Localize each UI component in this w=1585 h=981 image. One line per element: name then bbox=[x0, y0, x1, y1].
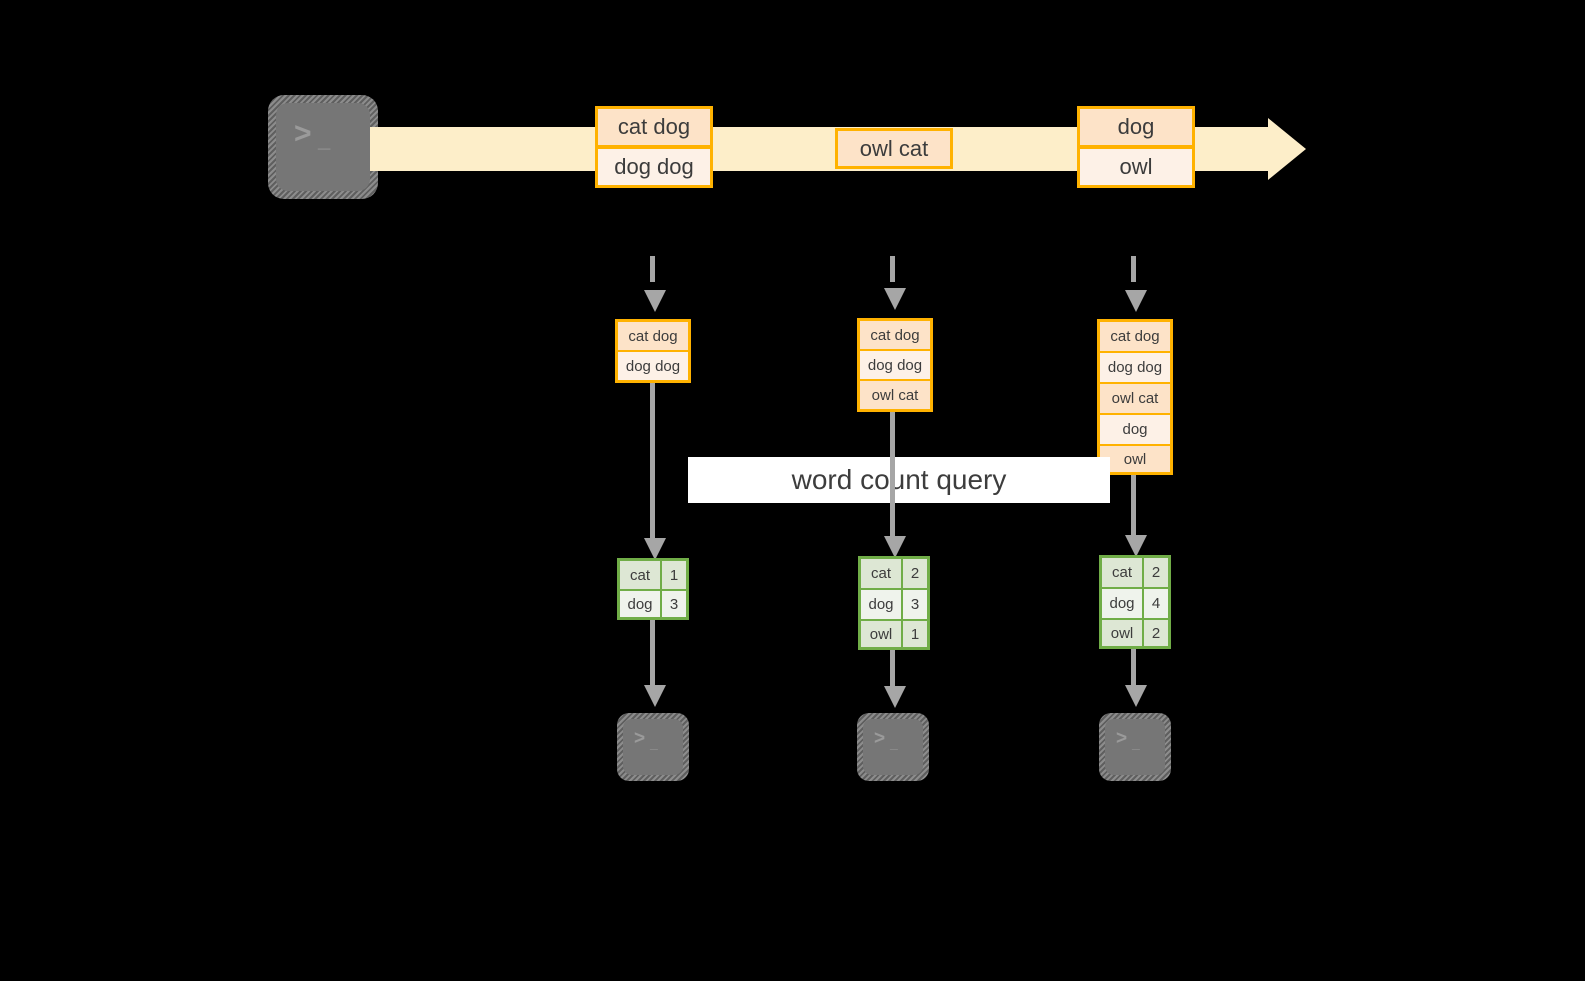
snapshot-stack: cat dog dog dog owl cat dog owl bbox=[1097, 319, 1173, 475]
sink-terminal-icon: > _ bbox=[617, 713, 689, 781]
table-cell-count: 2 bbox=[910, 565, 920, 582]
table-cell-count: 1 bbox=[669, 566, 679, 584]
table-row: cat 2 bbox=[861, 559, 927, 590]
snapshot-row: owl bbox=[1100, 446, 1170, 472]
terminal-screen bbox=[276, 103, 370, 191]
table-cell-count: 3 bbox=[669, 595, 679, 613]
table-cell-count: 2 bbox=[1151, 564, 1161, 581]
source-terminal-icon: > _ bbox=[268, 95, 378, 199]
stream-to-snapshot-arrowhead-icon bbox=[884, 288, 906, 310]
stream-record: owl cat bbox=[835, 128, 953, 169]
snapshot-to-result-arrowhead-icon bbox=[884, 536, 906, 558]
snapshot-to-result-connector bbox=[890, 412, 895, 547]
table-cell-word: cat bbox=[861, 559, 903, 588]
terminal-cursor-glyph: _ bbox=[650, 735, 659, 751]
table-cell-count: 3 bbox=[910, 596, 920, 613]
snapshot-row: dog dog bbox=[860, 351, 930, 381]
snapshot-to-result-connector bbox=[650, 383, 655, 547]
result-to-sink-arrowhead-icon bbox=[1125, 685, 1147, 707]
table-cell-count: 1 bbox=[910, 625, 920, 643]
terminal-cursor-glyph: _ bbox=[318, 127, 331, 152]
snapshot-row: dog dog bbox=[618, 352, 688, 380]
result-to-sink-arrowhead-icon bbox=[644, 685, 666, 707]
snapshot-to-result-connector bbox=[1131, 475, 1136, 547]
result-table: cat 2 dog 4 owl 2 bbox=[1099, 555, 1171, 649]
snapshot-row: dog bbox=[1100, 415, 1170, 446]
terminal-screen bbox=[1105, 719, 1165, 775]
stream-record: dog bbox=[1077, 106, 1195, 148]
table-row: dog 4 bbox=[1102, 589, 1168, 620]
table-cell-word: owl bbox=[1102, 620, 1144, 646]
table-cell-count: 2 bbox=[1151, 624, 1161, 642]
table-row: owl 2 bbox=[1102, 620, 1168, 646]
snapshot-row: owl cat bbox=[860, 381, 930, 409]
table-row: cat 2 bbox=[1102, 558, 1168, 589]
table-row: dog 3 bbox=[620, 591, 686, 617]
stream-record: dog dog bbox=[595, 146, 713, 188]
sink-terminal-icon: > _ bbox=[1099, 713, 1171, 781]
stream-to-snapshot-connector bbox=[650, 256, 655, 282]
table-cell-word: dog bbox=[620, 591, 662, 617]
result-to-sink-arrowhead-icon bbox=[884, 686, 906, 708]
table-cell-word: owl bbox=[861, 621, 903, 647]
sink-terminal-icon: > _ bbox=[857, 713, 929, 781]
stream-to-snapshot-arrowhead-icon bbox=[644, 290, 666, 312]
snapshot-stack: cat dog dog dog bbox=[615, 319, 691, 383]
stream-to-snapshot-arrowhead-icon bbox=[1125, 290, 1147, 312]
table-cell-word: dog bbox=[1102, 589, 1144, 618]
table-row: cat 1 bbox=[620, 561, 686, 591]
stream-to-snapshot-connector bbox=[1131, 256, 1136, 282]
result-table: cat 1 dog 3 bbox=[617, 558, 689, 620]
snapshot-row: owl cat bbox=[1100, 384, 1170, 415]
terminal-cursor-glyph: _ bbox=[890, 735, 899, 751]
terminal-prompt-glyph: > bbox=[1116, 728, 1128, 749]
snapshot-to-result-arrowhead-icon bbox=[644, 538, 666, 560]
table-row: dog 3 bbox=[861, 590, 927, 621]
table-row: owl 1 bbox=[861, 621, 927, 647]
snapshot-row: dog dog bbox=[1100, 353, 1170, 384]
result-to-sink-connector bbox=[890, 650, 895, 692]
terminal-prompt-glyph: > bbox=[874, 728, 886, 749]
stream-arrow-head-icon bbox=[1268, 118, 1306, 180]
terminal-prompt-glyph: > bbox=[634, 728, 646, 749]
snapshot-row: cat dog bbox=[860, 321, 930, 351]
terminal-prompt-glyph: > bbox=[294, 117, 313, 150]
table-cell-word: cat bbox=[1102, 558, 1144, 587]
table-cell-count: 4 bbox=[1151, 595, 1161, 612]
snapshot-row: cat dog bbox=[1100, 322, 1170, 353]
snapshot-to-result-arrowhead-icon bbox=[1125, 535, 1147, 557]
snapshot-row: cat dog bbox=[618, 322, 688, 352]
query-label-band: word count query bbox=[688, 457, 1110, 503]
result-table: cat 2 dog 3 owl 1 bbox=[858, 556, 930, 650]
result-to-sink-connector bbox=[1131, 649, 1136, 691]
terminal-screen bbox=[863, 719, 923, 775]
snapshot-stack: cat dog dog dog owl cat bbox=[857, 318, 933, 412]
stream-record: cat dog bbox=[595, 106, 713, 148]
result-to-sink-connector bbox=[650, 620, 655, 690]
table-cell-word: cat bbox=[620, 561, 662, 589]
terminal-cursor-glyph: _ bbox=[1132, 735, 1141, 751]
table-cell-word: dog bbox=[861, 590, 903, 619]
terminal-screen bbox=[623, 719, 683, 775]
stream-record: owl bbox=[1077, 146, 1195, 188]
stream-to-snapshot-connector bbox=[890, 256, 895, 282]
